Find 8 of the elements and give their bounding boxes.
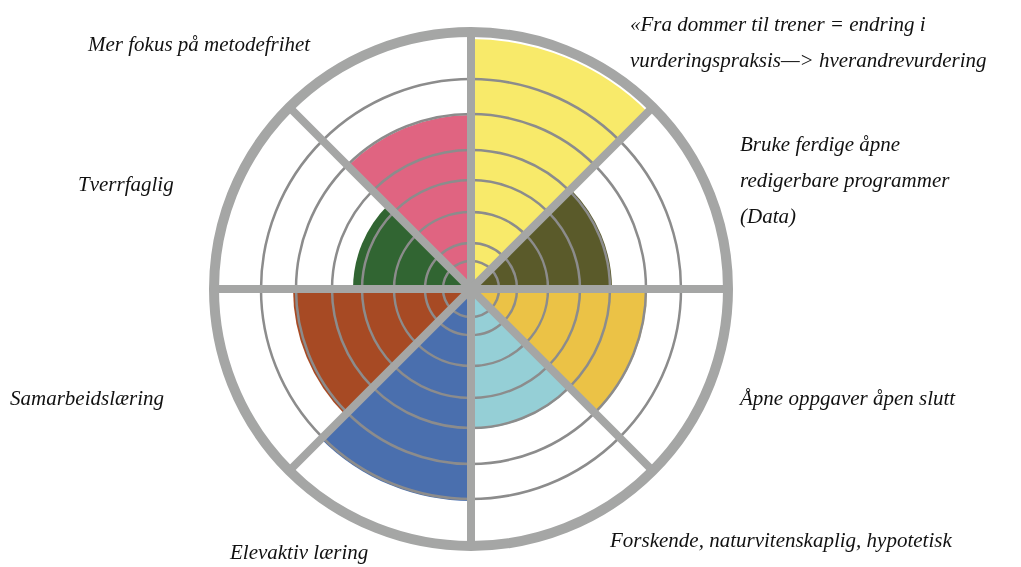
- category-label: Tverrfaglig: [78, 171, 174, 198]
- category-label: Samarbeidslæring: [10, 385, 164, 412]
- category-label: Åpne oppgaver åpen slutt: [740, 385, 956, 412]
- category-label: Bruke ferdige åpne redigerbare programmer (Data): [740, 131, 951, 230]
- category-label: Mer fokus på metodefrihet: [88, 31, 311, 58]
- category-label: Elevaktiv læring: [230, 539, 369, 566]
- category-label: Forskende, naturvitenskaplig, hypotetisk: [610, 527, 952, 554]
- category-label: «Fra dommer til trener = endring i vurderingspraksis—> hverandrevurdering: [630, 11, 988, 74]
